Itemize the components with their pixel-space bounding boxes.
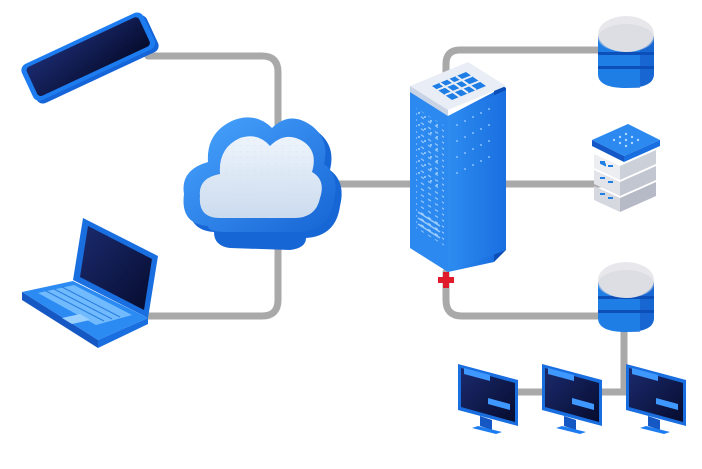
link-phone-cloud (144, 52, 282, 132)
database-icon (598, 262, 654, 332)
server-rack-icon (592, 124, 660, 212)
connection-marker-icon (438, 272, 454, 288)
monitor-icon (626, 364, 686, 434)
monitor-icon (542, 364, 602, 434)
link-server-db-bottom (442, 268, 612, 320)
cloud-icon (183, 117, 342, 250)
link-laptop-cloud (144, 234, 282, 320)
laptop-icon (22, 218, 158, 348)
smartphone-icon (21, 12, 159, 104)
monitor-icon (458, 364, 518, 434)
connector-lines (144, 46, 664, 396)
link-server-db-top (442, 46, 612, 96)
server-tower-icon (410, 62, 506, 272)
database-icon (598, 16, 654, 88)
